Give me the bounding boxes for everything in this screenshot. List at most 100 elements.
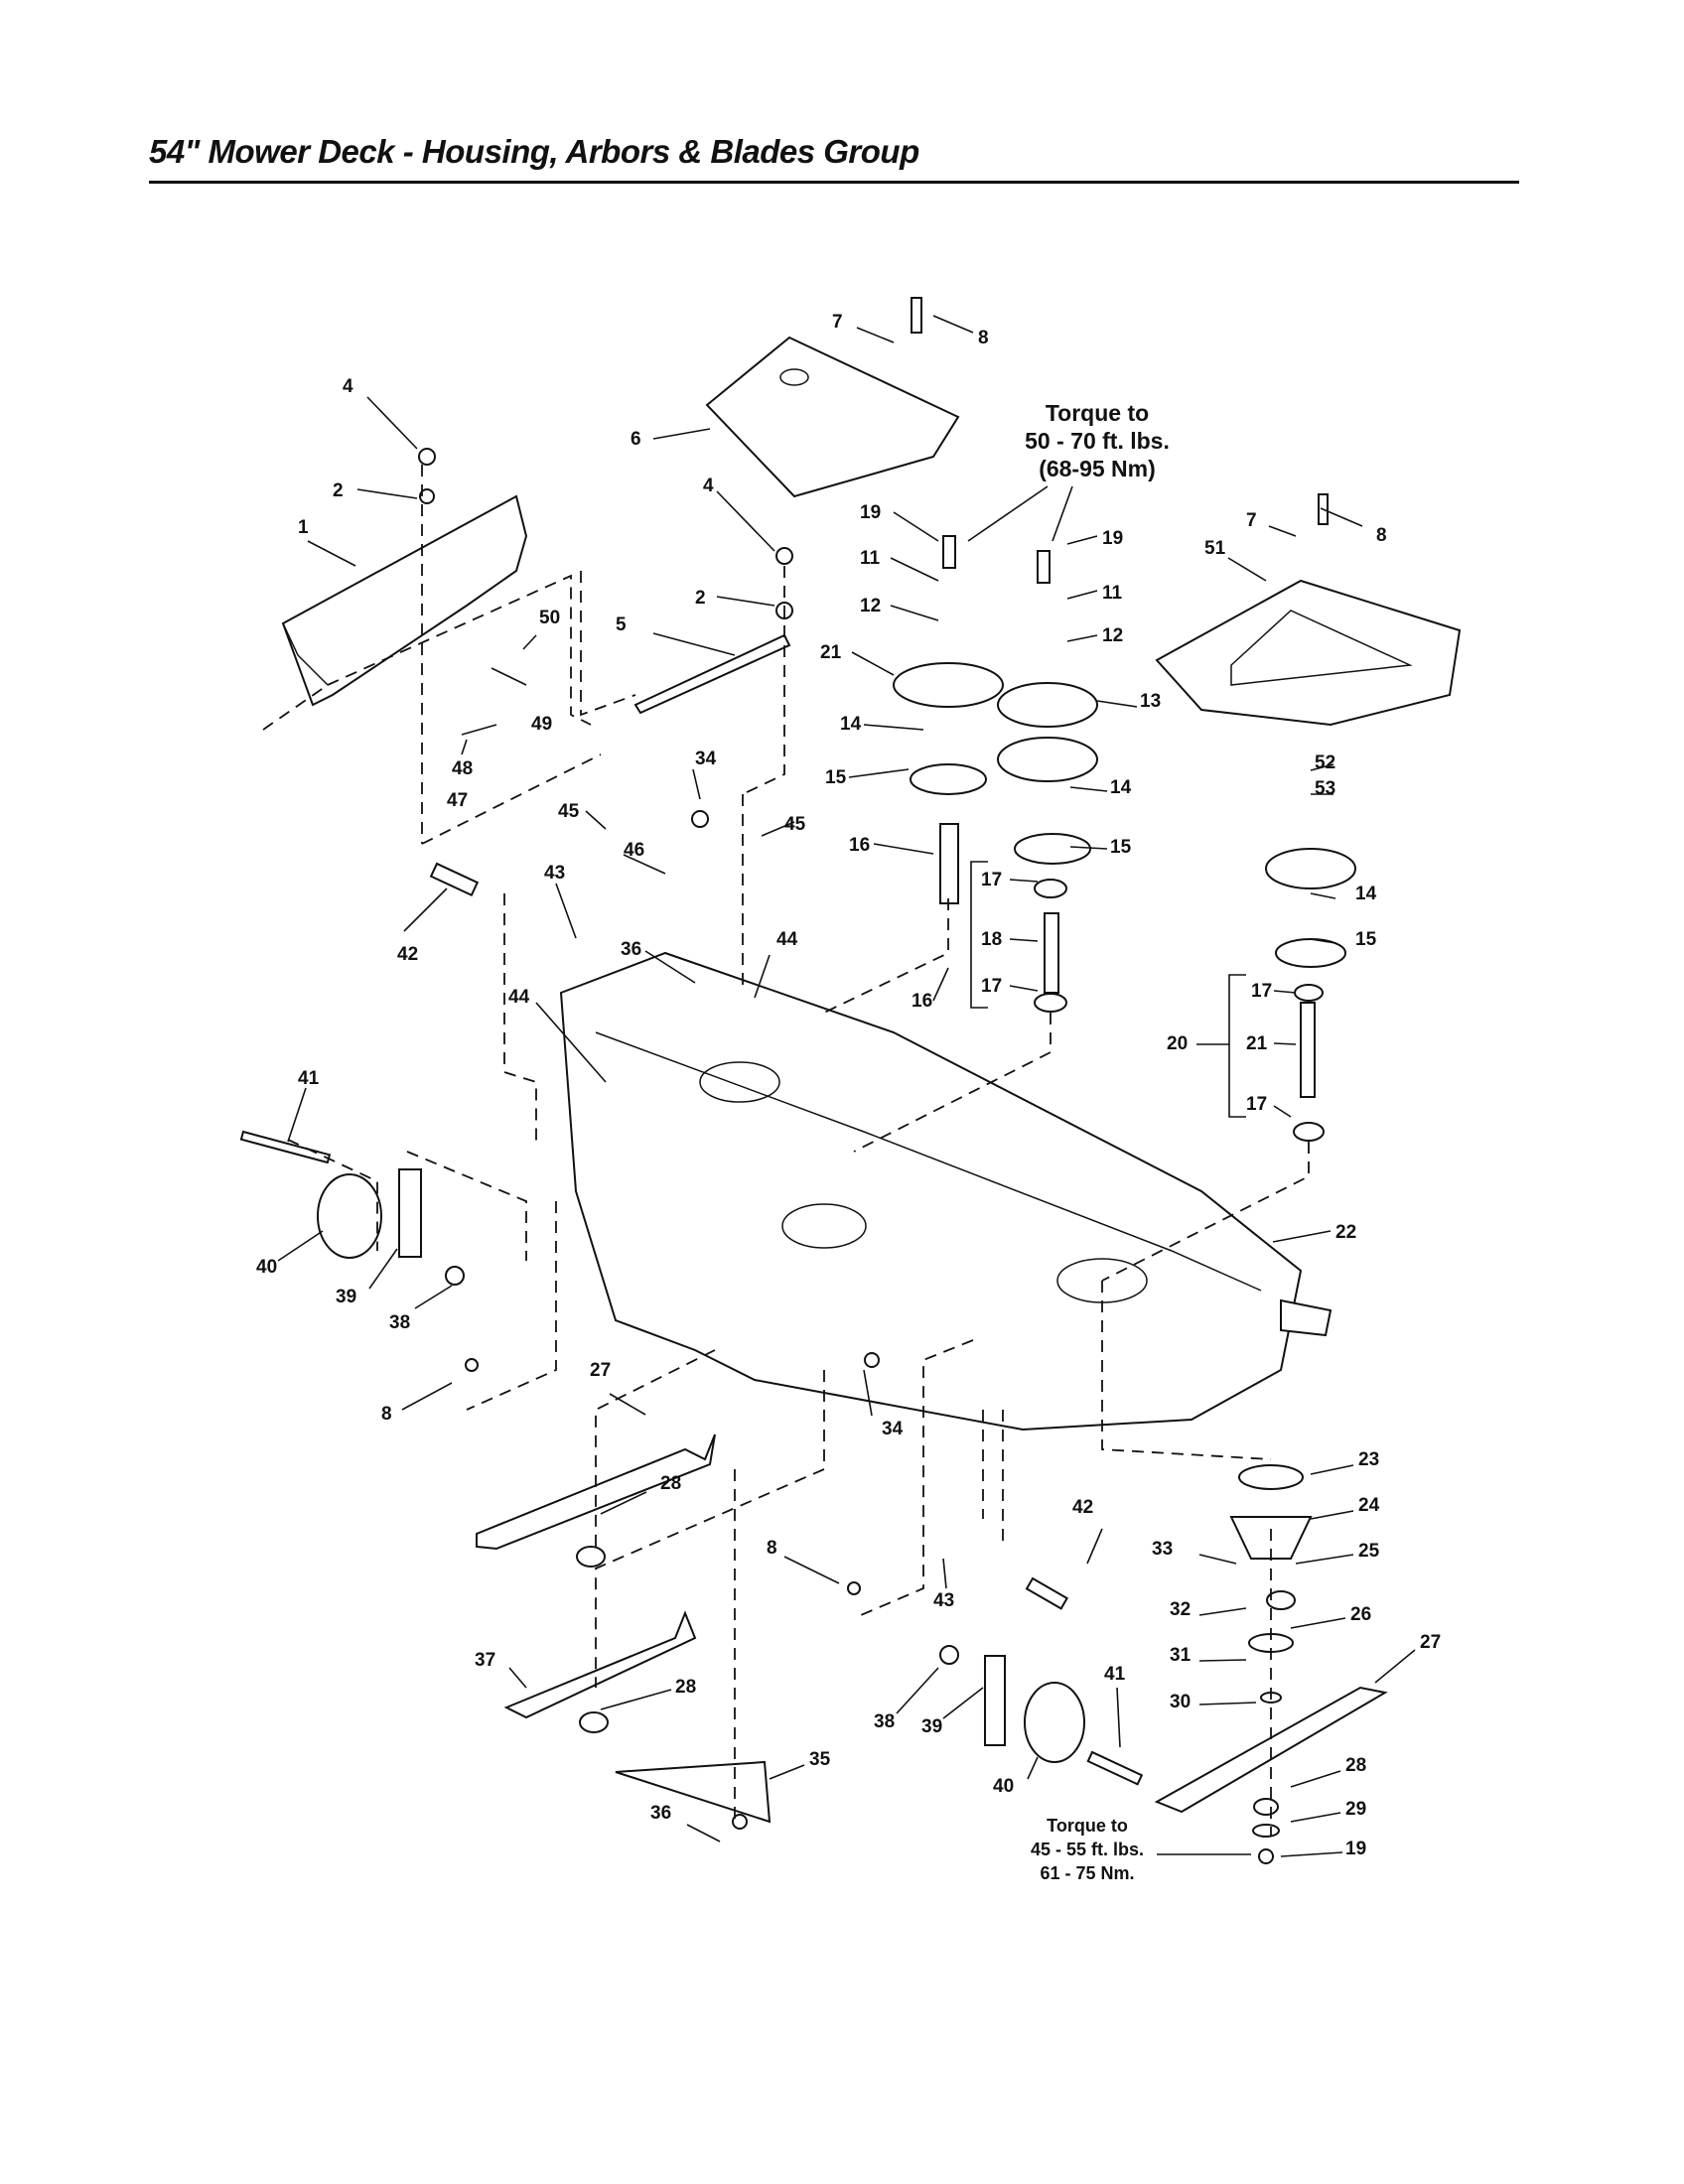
callout: 4 (343, 376, 353, 397)
callout: 53 (1315, 778, 1335, 799)
callout: 15 (825, 767, 847, 788)
group-brackets (970, 861, 1246, 1118)
callout: 43 (544, 863, 565, 884)
callout: 14 (1355, 884, 1377, 904)
callout: 45 (784, 814, 806, 835)
callout: 29 (1345, 1799, 1366, 1820)
deck-housing (559, 951, 1333, 1432)
callout: 12 (860, 596, 881, 616)
callout: 42 (1072, 1497, 1093, 1518)
callout: 38 (389, 1312, 410, 1333)
wheel-brackets (398, 1168, 1006, 1746)
callout: 1 (298, 517, 309, 538)
callout: 17 (981, 976, 1002, 997)
svg-text:61 - 75 Nm.: 61 - 75 Nm. (1040, 1863, 1134, 1883)
callout: 44 (508, 987, 530, 1008)
spindle-shafts (939, 823, 1325, 1142)
callout: 50 (539, 608, 560, 628)
callout: 39 (336, 1287, 356, 1307)
callout: 5 (616, 614, 627, 635)
callout: 28 (660, 1473, 681, 1494)
callout: 30 (1170, 1692, 1191, 1712)
callout: 18 (981, 929, 1002, 950)
callout: 26 (1350, 1604, 1371, 1625)
callout: 15 (1110, 837, 1132, 858)
callout: 11 (1102, 583, 1123, 604)
svg-text:Torque to: Torque to (1046, 400, 1149, 426)
callout: 40 (256, 1257, 277, 1278)
callout: 46 (624, 840, 644, 861)
callout: 52 (1315, 752, 1335, 773)
support-rod (633, 633, 791, 715)
callout: 12 (1102, 625, 1123, 646)
callout: 11 (860, 548, 881, 569)
callout: 33 (1152, 1539, 1173, 1560)
callout: 41 (298, 1068, 320, 1089)
callout: 4 (703, 476, 714, 496)
callout: 27 (1420, 1632, 1441, 1653)
callout: 32 (1170, 1599, 1191, 1620)
callout: 36 (650, 1803, 671, 1824)
svg-text:Torque to: Torque to (1047, 1816, 1128, 1836)
callout: 2 (333, 480, 344, 501)
callout: 31 (1170, 1645, 1192, 1666)
callout: 49 (531, 714, 552, 735)
callout: 17 (1246, 1094, 1267, 1115)
callout: 13 (1140, 691, 1161, 712)
assembly-lines (262, 465, 1310, 1837)
callout: 2 (695, 588, 706, 609)
callout: 38 (874, 1711, 895, 1732)
callout: 17 (981, 870, 1002, 890)
callout: 43 (933, 1590, 954, 1611)
callout: 34 (695, 749, 717, 769)
callout: 44 (776, 929, 798, 950)
callout: 22 (1335, 1222, 1356, 1243)
callout: 41 (1104, 1664, 1126, 1685)
callout: 48 (452, 758, 473, 779)
callout: 8 (978, 328, 989, 348)
discharge-chute (281, 494, 528, 707)
callout: 25 (1358, 1541, 1380, 1562)
belt-cover-left (705, 336, 960, 498)
svg-text:(68-95 Nm): (68-95 Nm) (1039, 456, 1156, 481)
callout: 21 (820, 642, 842, 663)
callout: 6 (631, 429, 641, 450)
callout: 35 (809, 1749, 831, 1770)
callout: 37 (475, 1650, 495, 1671)
lower-spindle-stack (576, 1464, 1313, 1838)
callout: 47 (447, 790, 468, 811)
callout: 16 (849, 835, 870, 856)
callout: 28 (675, 1677, 696, 1698)
callout: 36 (621, 939, 641, 960)
torque-note-upper: Torque to 50 - 70 ft. lbs. (68-95 Nm) (1025, 400, 1170, 481)
callout: 28 (1345, 1755, 1366, 1776)
callout: 21 (1246, 1033, 1268, 1054)
callout: 14 (1110, 777, 1132, 798)
callout: 42 (397, 944, 418, 965)
callout: 16 (912, 991, 932, 1012)
callout: 34 (882, 1419, 904, 1439)
pulleys (893, 662, 1356, 968)
callout: 19 (1345, 1839, 1366, 1859)
callout: 23 (1358, 1449, 1379, 1470)
blades (476, 1433, 1388, 1824)
callout: 8 (381, 1404, 392, 1425)
callout: 14 (840, 714, 862, 735)
svg-text:50 - 70 ft. lbs.: 50 - 70 ft. lbs. (1025, 428, 1170, 454)
callout: 7 (1246, 510, 1257, 531)
svg-text:45 - 55 ft. lbs.: 45 - 55 ft. lbs. (1031, 1840, 1144, 1859)
gauge-wheels (317, 1173, 1085, 1763)
callout: 27 (590, 1360, 611, 1381)
callout: 40 (993, 1776, 1014, 1797)
callout: 24 (1358, 1495, 1380, 1516)
belt-cover-right (1155, 579, 1462, 727)
callout: 20 (1167, 1033, 1188, 1054)
callout: 15 (1355, 929, 1377, 950)
callout-labels: 1 2 4 5 6 7 8 2 4 19 11 12 21 14 15 16 1… (256, 312, 1441, 1859)
callout: 17 (1251, 981, 1272, 1002)
title-rule (149, 181, 1519, 184)
callout: 19 (1102, 528, 1123, 549)
callout: 45 (558, 801, 580, 822)
callout: 19 (860, 502, 881, 523)
